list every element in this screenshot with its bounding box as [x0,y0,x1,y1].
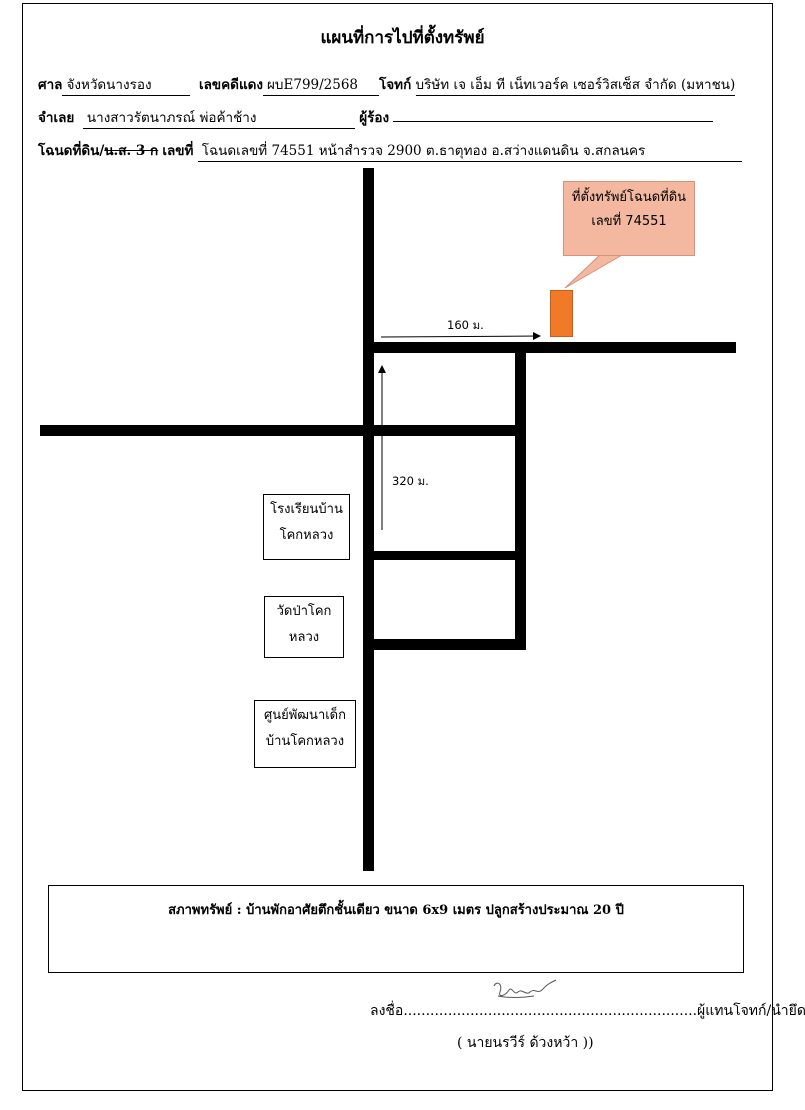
landmark-center-line-1: ศูนย์พัฒนาเด็ก [263,708,346,723]
connector-road-1 [363,551,526,560]
distance-vertical: 320 ม. [392,474,429,488]
page-title: แผนที่การไปที่ตั้งทรัพย์ [320,28,485,48]
property-status-text: สภาพทรัพย์ : บ้านพักอาศัยตึกชั้นเดียว ขน… [168,903,624,918]
landmark-school: โรงเรียนบ้าน โคกหลวง [263,494,350,560]
side-road-vertical [515,342,526,650]
signer-name: ( นายนรวีร์ ด้วงหว้า )) [457,1035,594,1051]
property-status-box: สภาพทรัพย์ : บ้านพักอาศัยตึกชั้นเดียว ขน… [48,885,744,973]
landmark-temple-line-1: วัดป่าโคก [276,604,332,619]
landmark-temple-line-2: หลวง [288,630,320,645]
court-value: จังหวัดนางรอง [62,73,191,96]
plaintiff-value: บริษัท เจ เอ็ม ที เน็ทเวอร์ค เซอร์วิสเซ็… [415,73,736,96]
sign-label: ลงชื่อ [370,1003,404,1019]
deed-label-prefix: โฉนดที่ดิน/ [38,143,105,159]
property-callout: ที่ตั้งทรัพย์โฉนดที่ดิน เลขที่ 74551 [563,181,695,256]
connector-road-2 [363,639,526,650]
deed-label-suffix: เลขที่ [162,143,194,159]
distance-horizontal: 160 ม. [447,318,484,332]
main-road-vertical [363,168,374,871]
callout-line-1: ที่ตั้งทรัพย์โฉนดที่ดิน [571,190,687,205]
property-marker [550,290,573,337]
landmark-center-line-2: บ้านโคกหลวง [265,734,345,749]
case-value: ผบE799/2568 [263,73,380,96]
signature-line: ลงชื่อ..................................… [370,1000,805,1022]
header-line-defendant: จำเลย นางสาวรัตนาภรณ์ พ่อค้าช้าง ผู้ร้อง [38,106,714,129]
header-line-deed: โฉนดที่ดิน/น.ส. 3 ก เลขที่ โฉนดเลขที่ 74… [38,139,742,162]
court-label: ศาล [38,77,63,93]
case-label: เลขคดีแดง [199,77,264,93]
document-page [22,3,773,1091]
landmark-school-line-2: โคกหลวง [279,528,334,543]
road-to-property [363,342,736,353]
arrow-east [380,332,541,341]
cross-road-horizontal [40,425,526,436]
deed-value: โฉนดเลขที่ 74551 หน้าสำรวจ 2900 ต.ธาตุทอ… [197,139,742,162]
landmark-school-line-1: โรงเรียนบ้าน [270,502,343,517]
landmark-child-center: ศูนย์พัฒนาเด็ก บ้านโคกหลวง [254,700,356,768]
handwritten-signature [493,979,557,998]
petitioner-label: ผู้ร้อง [359,110,390,126]
plaintiff-label: โจทก์ [379,77,412,93]
callout-line-2: เลขที่ 74551 [591,214,667,229]
deed-label-strike: น.ส. 3 ก [104,143,159,159]
petitioner-value [393,121,714,122]
signer-role: ผู้แทนโจทก์/นำยึด [697,1003,805,1019]
defendant-value: นางสาวรัตนาภรณ์ พ่อค้าช้าง [82,106,355,129]
landmark-temple: วัดป่าโคก หลวง [264,596,344,658]
sign-dots: ........................................… [403,1003,698,1019]
defendant-label: จำเลย [38,110,75,126]
